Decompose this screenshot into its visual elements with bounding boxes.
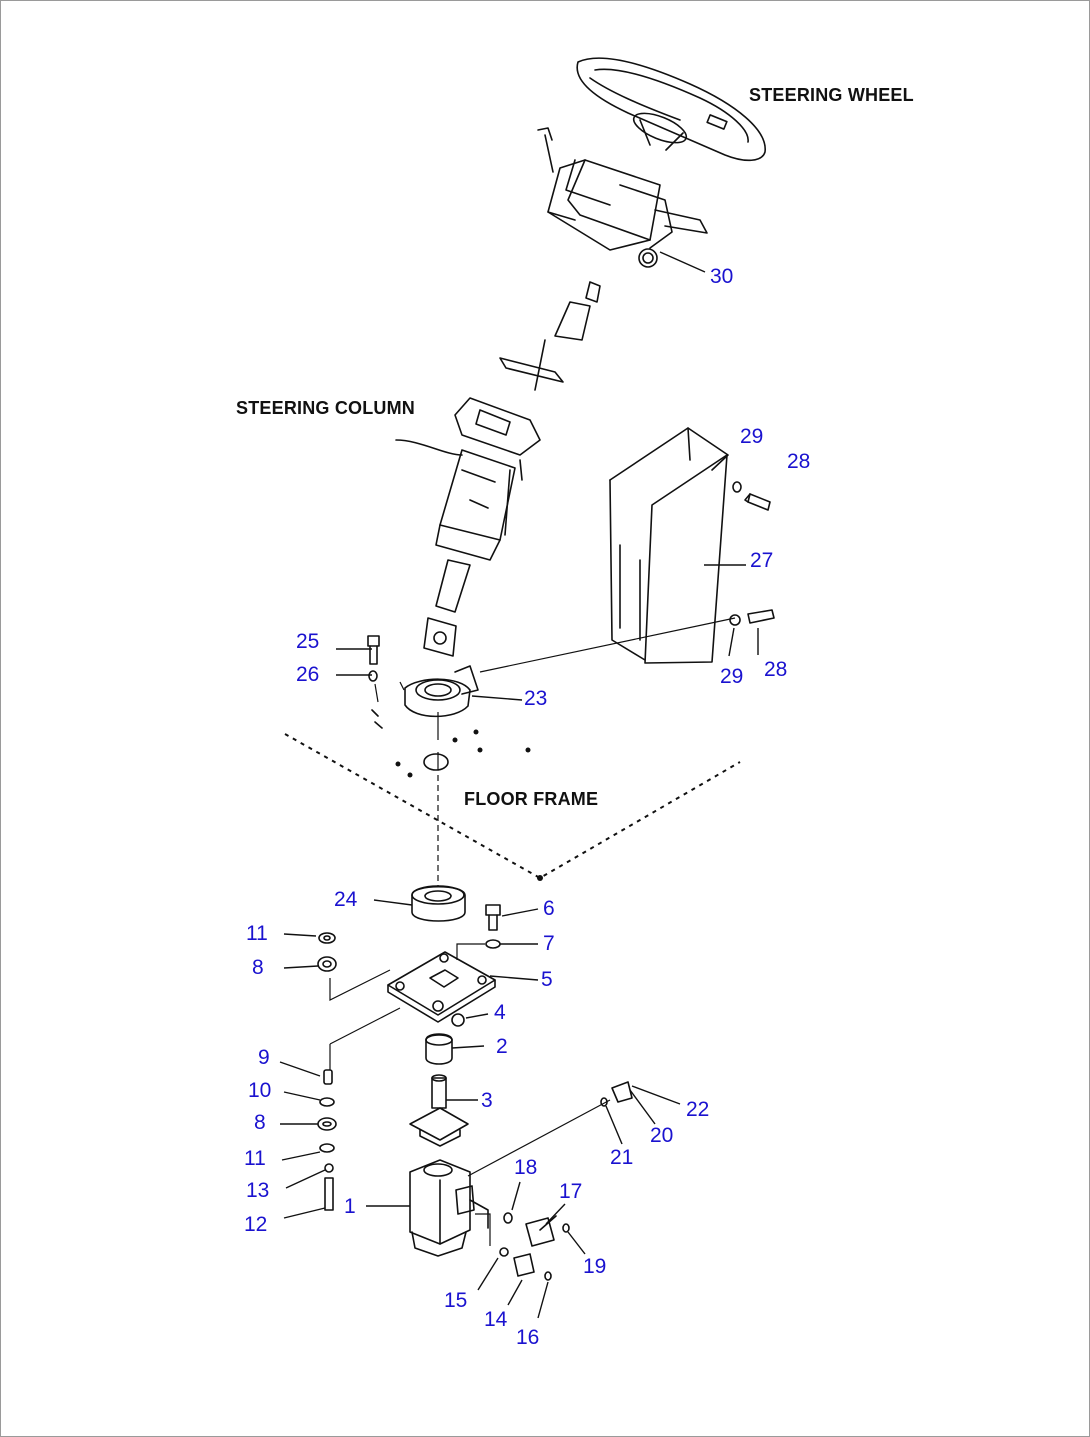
bolt-6-drawing — [485, 904, 501, 949]
bolt-28-lower-drawing — [729, 609, 775, 626]
o-ring-19-drawing — [562, 1223, 570, 1233]
bolt-25-drawing — [367, 635, 380, 682]
callout-28-lower: 28 — [764, 658, 788, 681]
washer-11-top-drawing — [318, 932, 336, 944]
o-ring-18-drawing — [503, 1212, 513, 1224]
fitting-17-drawing — [525, 1215, 557, 1247]
callout-7: 7 — [543, 932, 555, 955]
shaft-3-drawing — [409, 1074, 469, 1147]
callout-26: 26 — [296, 663, 320, 686]
callout-19: 19 — [583, 1255, 607, 1278]
nut-8-top-drawing — [317, 956, 337, 972]
callout-22: 22 — [686, 1098, 710, 1121]
callout-4: 4 — [494, 1001, 506, 1024]
callout-9: 9 — [258, 1046, 270, 1069]
bushing-2-drawing — [425, 1033, 453, 1065]
callout-28-upper: 28 — [787, 450, 811, 473]
nut-4-drawing — [451, 1013, 465, 1027]
small-hardware-drawing — [371, 709, 383, 729]
washer-11-bottom-drawing — [319, 1143, 335, 1153]
callout-30: 30 — [710, 265, 734, 288]
plate-5-drawing — [387, 951, 496, 1023]
washer-13-drawing — [324, 1163, 334, 1173]
callout-15: 15 — [444, 1289, 468, 1312]
caption-steering-wheel: STEERING WHEEL — [749, 85, 914, 105]
callout-16: 16 — [516, 1326, 540, 1349]
callout-27: 27 — [750, 549, 774, 572]
callout-1: 1 — [344, 1195, 356, 1218]
nut-8-bottom-drawing — [317, 1117, 337, 1131]
cover-plate-27-drawing — [609, 427, 729, 664]
assembly-lines — [329, 617, 736, 1246]
callout-10: 10 — [248, 1079, 272, 1102]
bolt-28-upper-drawing — [732, 481, 771, 511]
callout-25: 25 — [296, 630, 320, 653]
flange-23-drawing — [404, 665, 479, 718]
callout-11-upper: 11 — [246, 922, 268, 945]
caption-steering-column: STEERING COLUMN — [236, 398, 416, 418]
callout-20: 20 — [650, 1124, 674, 1147]
callout-17: 17 — [559, 1180, 583, 1203]
callout-23: 23 — [524, 687, 548, 710]
floor-hole-drawing — [423, 753, 449, 771]
callout-14: 14 — [484, 1308, 508, 1331]
callout-29-lower: 29 — [720, 665, 744, 688]
o-ring-15-drawing — [499, 1247, 509, 1257]
callout-6: 6 — [543, 897, 555, 920]
valve-unit-1-drawing — [409, 1159, 489, 1257]
callout-12: 12 — [244, 1213, 268, 1236]
callout-24: 24 — [334, 888, 358, 911]
callout-29-upper: 29 — [740, 425, 764, 448]
callout-3: 3 — [481, 1089, 493, 1112]
callout-8-upper: 8 — [252, 956, 264, 979]
steering-column-lower-drawing — [395, 397, 541, 657]
o-ring-16-drawing — [544, 1271, 552, 1281]
spacer-9-drawing — [323, 1069, 333, 1085]
plug-20-drawing — [611, 1081, 633, 1103]
steering-wheel-drawing — [576, 57, 766, 162]
floor-frame-holes — [395, 729, 543, 881]
callout-13: 13 — [246, 1179, 270, 1202]
callout-2: 2 — [496, 1035, 508, 1058]
callout-11-lower: 11 — [244, 1147, 266, 1170]
caption-floor-frame: FLOOR FRAME — [464, 789, 599, 809]
callout-5: 5 — [541, 968, 553, 991]
leader-lines — [279, 251, 759, 1319]
steering-column-upper-drawing — [499, 127, 708, 391]
callout-18: 18 — [514, 1156, 538, 1179]
fitting-14-drawing — [513, 1253, 535, 1277]
bushing-24-drawing — [411, 885, 466, 922]
washer-10-drawing — [319, 1097, 335, 1107]
bolt-12-drawing — [324, 1177, 334, 1211]
callout-21: 21 — [610, 1146, 634, 1169]
callout-8-lower: 8 — [254, 1111, 266, 1134]
